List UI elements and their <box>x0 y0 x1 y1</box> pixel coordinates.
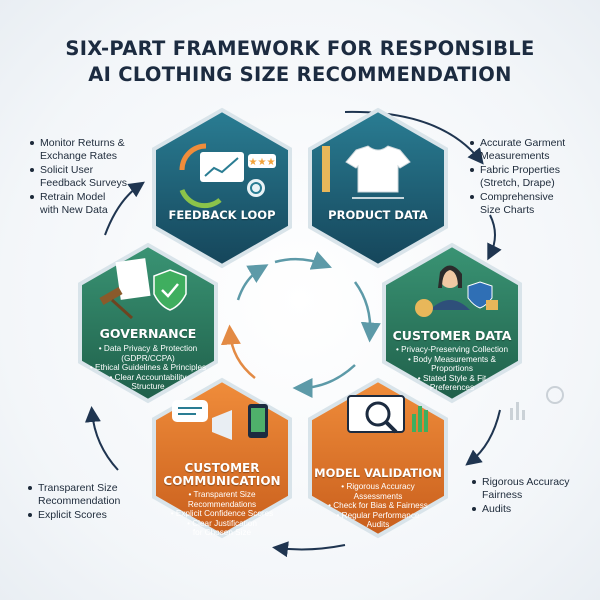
governance-label: GOVERNANCE <box>99 326 197 341</box>
product-data-label: PRODUCT DATA <box>328 208 428 222</box>
cycle-arrow-2 <box>487 214 502 261</box>
cycle-arrow-5 <box>84 406 119 471</box>
page-title: SIX-PART FRAMEWORK FOR RESPONSIBLE AI CL… <box>0 36 600 88</box>
cycle-arrow-3 <box>465 409 501 466</box>
cycle-arrow-6 <box>104 181 145 236</box>
decorative-gear-icon <box>510 386 564 420</box>
cycle-arrow-4 <box>272 541 346 558</box>
list-item: Monitor Returns &Exchange Rates <box>30 137 145 162</box>
inner-arrow-3 <box>292 364 356 398</box>
hex-model-validation[interactable] <box>308 377 448 539</box>
title-line-1: SIX-PART FRAMEWORK FOR RESPONSIBLE <box>65 37 535 60</box>
governance-list: • Data Privacy & Protection (GDPR/CCPA) … <box>89 344 207 392</box>
hex-product-data[interactable] <box>308 107 448 269</box>
customer-data-label: CUSTOMER DATA <box>392 328 512 343</box>
hex-customer-communication[interactable] <box>152 377 292 539</box>
inner-arrow-5 <box>236 264 269 301</box>
feedback-side-notes: Monitor Returns &Exchange Rates Solicit … <box>30 137 145 218</box>
model-validation-list: • Rigorous Accuracy Assessments • Check … <box>328 482 428 530</box>
feedback-loop-label: FEEDBACK LOOP <box>168 208 276 222</box>
customer-profile-icon <box>415 265 498 317</box>
svg-text:★★★: ★★★ <box>249 157 276 168</box>
list-item: Audits <box>472 503 592 516</box>
hex-customer-data[interactable] <box>382 242 522 404</box>
gavel-shield-icon <box>99 258 187 320</box>
cycle-arrow-1 <box>344 110 484 165</box>
list-item: Explicit Scores <box>28 509 148 522</box>
inner-arrow-4 <box>220 324 256 379</box>
customer-communication-list: • Transparent Size Recommendations • Exp… <box>170 490 274 538</box>
inner-arrow-2 <box>353 281 381 343</box>
feedback-cycle-icon: ★★★ <box>179 143 276 209</box>
hex-feedback-loop[interactable]: ★★★ <box>152 107 292 269</box>
list-item: Fabric Properties(Stretch, Drape) <box>470 164 590 189</box>
inner-arrow-1 <box>274 251 332 270</box>
customer-data-list: • Privacy-Preserving Collection • Body M… <box>395 345 509 393</box>
megaphone-chat-icon <box>172 400 268 440</box>
model-validation-label: MODEL VALIDATION <box>314 466 442 480</box>
customer-communication-label: CUSTOMER COMMUNICATION <box>163 461 281 488</box>
magnifier-monitor-icon <box>347 395 428 434</box>
hex-governance[interactable] <box>78 242 218 404</box>
title-line-2: AI CLOTHING SIZE RECOMMENDATION <box>88 63 512 86</box>
tshirt-icon <box>322 145 411 199</box>
